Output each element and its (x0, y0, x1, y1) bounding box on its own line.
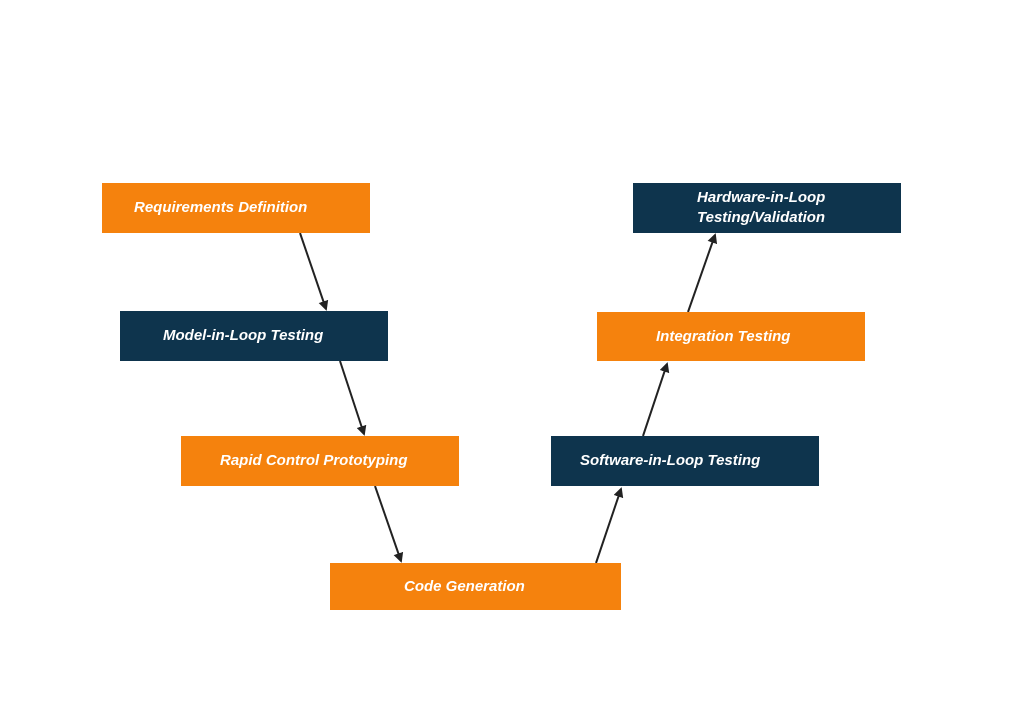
node-label: Requirements Definition (134, 199, 308, 216)
node-label: Code Generation (404, 577, 525, 595)
arrow-code-generation-to-software-in-loop (595, 487, 624, 564)
node-requirements-definition: Requirements Definition (102, 183, 370, 233)
node-model-in-loop-testing: Model-in-Loop Testing (120, 311, 388, 361)
node-integration-testing: Integration Testing (597, 312, 865, 361)
node-software-in-loop-testing: Software-in-Loop Testing (551, 436, 819, 486)
node-label: Model-in-Loop Testing (163, 327, 324, 344)
node-rapid-control-prototyping: Rapid Control Prototyping (181, 436, 459, 486)
node-label: Software-in-Loop Testing (580, 452, 761, 469)
node-label-line1: Hardware-in-Loop (697, 189, 826, 206)
arrow-rapid-prototyping-to-code-generation (374, 485, 404, 563)
node-label-line2: Testing/Validation (697, 209, 826, 226)
arrow-requirements-to-model-in-loop (299, 232, 329, 311)
arrow-integration-to-hardware-in-loop (687, 233, 718, 313)
arrow-software-in-loop-to-integration (642, 362, 670, 437)
node-code-generation: Code Generation (330, 563, 621, 610)
node-label: Integration Testing (656, 327, 791, 345)
arrow-model-in-loop-to-rapid-prototyping (339, 360, 367, 436)
node-hardware-in-loop-testing-validation: Hardware-in-Loop Testing/Validation (633, 183, 901, 233)
node-label: Rapid Control Prototyping (220, 452, 408, 469)
